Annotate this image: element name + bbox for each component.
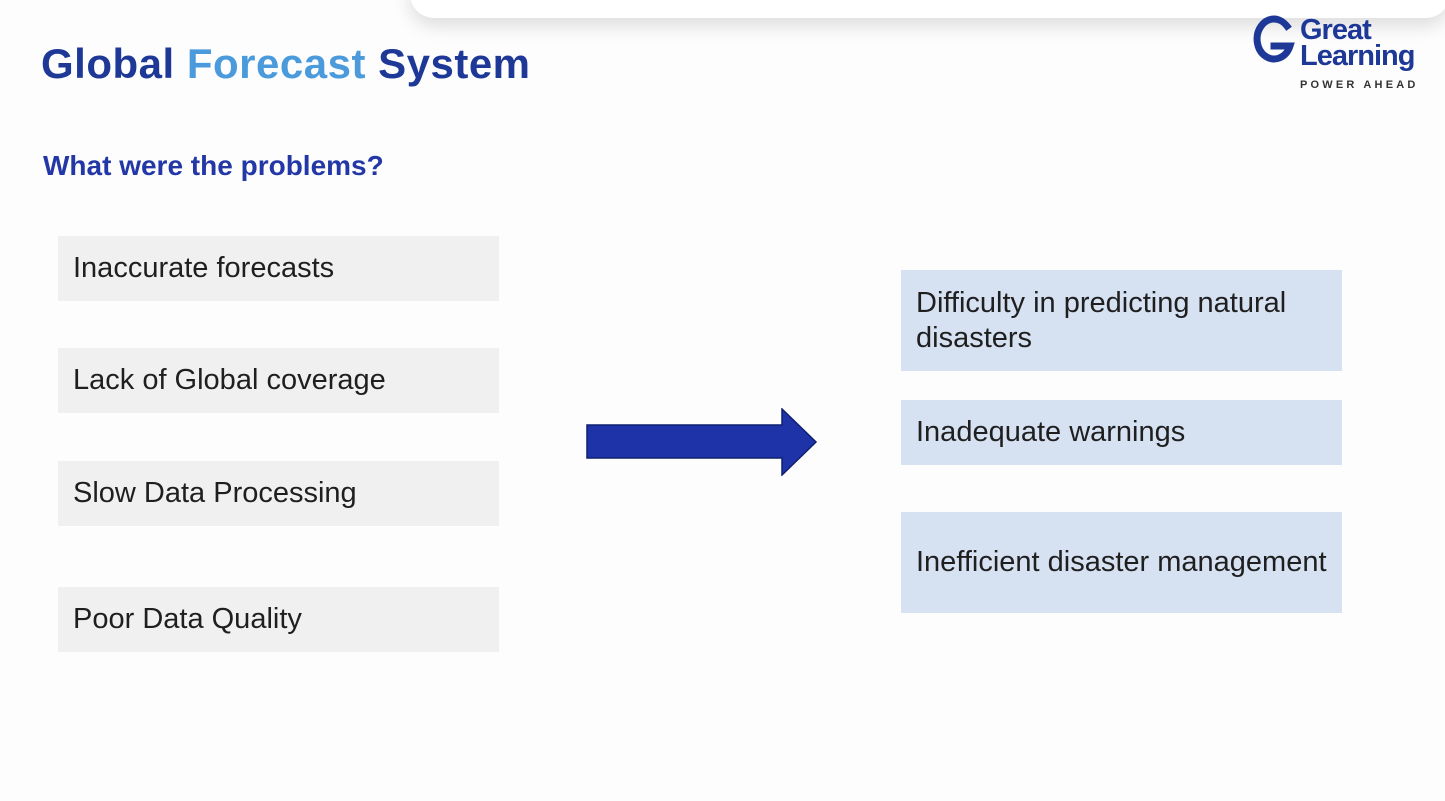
problem-box-slow-processing: Slow Data Processing <box>58 461 499 526</box>
title-word-forecast: Forecast <box>186 40 366 87</box>
logo-text-learning: Learning <box>1300 40 1415 72</box>
slide-title: Global Forecast System <box>41 40 531 88</box>
effect-box-natural-disasters: Difficulty in predicting natural disaste… <box>901 270 1342 371</box>
problem-box-data-quality: Poor Data Quality <box>58 587 499 652</box>
problem-box-inaccurate-forecasts: Inaccurate forecasts <box>58 236 499 301</box>
top-shadow-bar <box>410 0 1445 18</box>
effect-box-inadequate-warnings: Inadequate warnings <box>901 400 1342 465</box>
effect-box-disaster-management: Inefficient disaster management <box>901 512 1342 613</box>
title-word-global: Global <box>41 40 175 87</box>
logo-tagline: POWER AHEAD <box>1300 79 1419 91</box>
right-arrow-icon <box>586 408 818 476</box>
title-word-system: System <box>378 40 531 87</box>
section-subtitle: What were the problems? <box>43 150 384 181</box>
problem-box-global-coverage: Lack of Global coverage <box>58 348 499 413</box>
logo-g-icon <box>1253 15 1295 63</box>
logo-text-great: Great <box>1300 14 1372 46</box>
great-learning-logo: Great Learning POWER AHEAD <box>1250 14 1435 94</box>
